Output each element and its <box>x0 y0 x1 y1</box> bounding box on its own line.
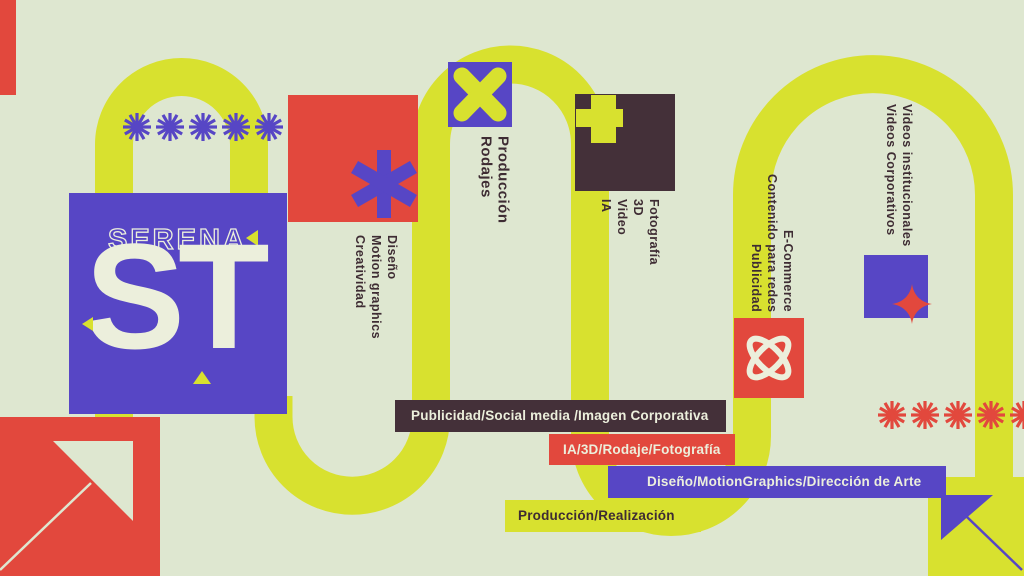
service-line: Publicidad <box>749 243 763 312</box>
banner-publicidad: Publicidad/Social media /Imagen Corporat… <box>395 400 727 432</box>
service-line: Producción <box>494 136 512 224</box>
service-line: Videos Corporativos <box>884 104 898 236</box>
banner-diseno: Diseño/MotionGraphics/Dirección de Arte <box>608 466 947 498</box>
starburst-12-ray-icon <box>1010 401 1024 429</box>
brand-initials: ST <box>85 212 270 380</box>
purple-starburst-row <box>122 112 284 142</box>
asterisk-6-arm-icon <box>351 150 417 218</box>
corner-arrow-icon <box>0 441 133 571</box>
service-label-publicidad: Publicidad Contenido para redes E-Commer… <box>748 174 796 313</box>
service-line: Rodajes <box>477 136 495 198</box>
service-line: Fotografía <box>647 199 661 266</box>
service-label-videos: Videos Corporativos Videos institucional… <box>883 104 915 247</box>
small-triangle-icon <box>82 317 93 331</box>
starburst-12-ray-icon <box>222 113 250 141</box>
small-triangle-icon <box>246 230 258 246</box>
service-line: Diseño <box>385 235 399 280</box>
atom-orbits-icon <box>746 335 792 381</box>
starburst-12-ray-icon <box>977 401 1005 429</box>
service-line: E-Commerce <box>781 229 795 312</box>
service-label-produccion: Producción Rodajes <box>477 136 512 224</box>
starburst-12-ray-icon <box>123 113 151 141</box>
logo-card: SERENA ST <box>69 193 287 414</box>
service-line: Videos institucionales <box>900 104 914 247</box>
starburst-12-ray-icon <box>255 113 283 141</box>
starburst-12-ray-icon <box>189 113 217 141</box>
banner-ia: IA/3D/Rodaje/Fotografía <box>549 434 735 465</box>
red-accent-bar <box>0 0 16 95</box>
sparkle-square <box>864 255 932 324</box>
atom-square <box>734 318 804 398</box>
x-cross-icon <box>453 67 507 122</box>
plus-icon <box>576 95 623 143</box>
red-square <box>288 95 418 222</box>
service-line: Motion graphics <box>369 235 383 340</box>
x-square <box>448 62 512 127</box>
red-starburst-row <box>877 400 1024 430</box>
service-line: Creatividad <box>353 235 367 309</box>
banner-produccion: Producción/Realización <box>505 500 701 532</box>
starburst-12-ray-icon <box>878 401 906 429</box>
starburst-12-ray-icon <box>911 401 939 429</box>
small-triangle-icon <box>193 371 211 384</box>
service-line: Contenido para redes <box>765 173 779 313</box>
corner-arrow-icon <box>941 495 1023 571</box>
service-label-fotografia: Fotografía 3D Video IA <box>598 199 662 265</box>
service-line: IA <box>599 199 613 213</box>
corner-red-square <box>0 417 160 576</box>
four-point-star-icon <box>892 284 932 324</box>
brand-name: SERENA <box>107 224 247 256</box>
dark-square <box>575 94 675 191</box>
service-line: Video <box>615 199 629 236</box>
service-line: 3D <box>631 199 645 216</box>
starburst-12-ray-icon <box>944 401 972 429</box>
starburst-12-ray-icon <box>156 113 184 141</box>
service-label-diseno: Diseño Motion graphics Creatividad <box>352 235 400 339</box>
